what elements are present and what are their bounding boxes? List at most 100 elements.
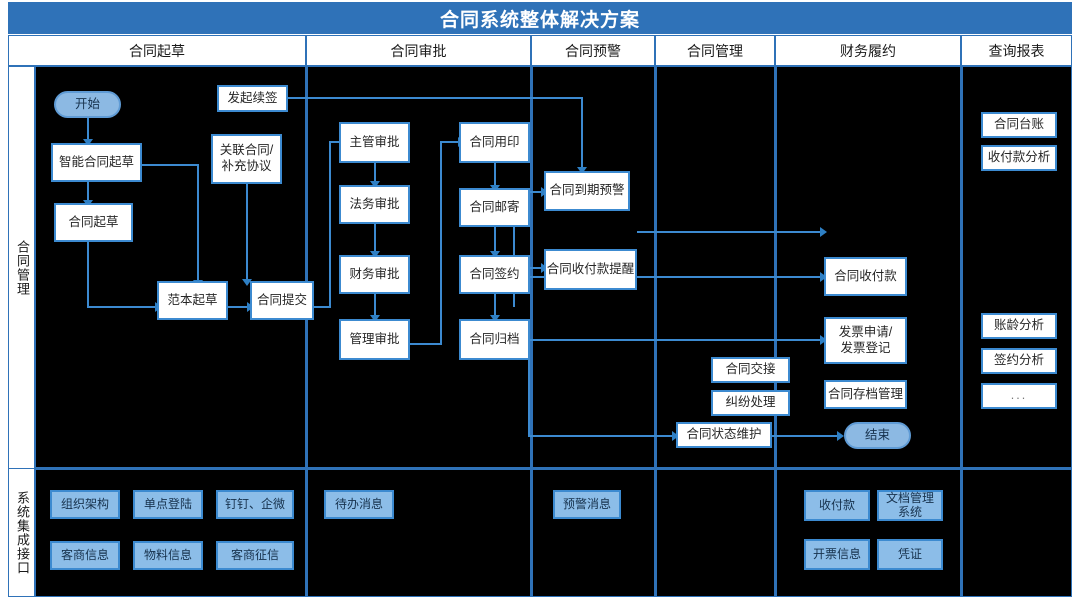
node-contract-submit[interactable]: 合同提交 (250, 281, 314, 320)
page-title: 合同系统整体解决方案 (439, 9, 640, 31)
node-contract-draft[interactable]: 合同起草 (54, 203, 133, 242)
node-approve-finance[interactable]: 财务审批 (339, 255, 410, 294)
connector-status-to-end (771, 435, 841, 437)
connector-renew-bus-up (581, 97, 583, 171)
connector-sign-right (528, 276, 824, 278)
integration-dingtalk-wecom[interactable]: 钉钉、企微 (216, 490, 294, 519)
node-smart-draft[interactable]: 智能合同起草 (51, 143, 142, 182)
node-label: 收付款分析 (987, 150, 1051, 165)
node-label: 物料信息 (143, 548, 192, 562)
node-label: 合同签约 (469, 266, 520, 281)
connector-admin-up (440, 141, 442, 345)
node-payment-reminder[interactable]: 合同收付款提醒 (544, 249, 637, 290)
node-expiry-alert[interactable]: 合同到期预警 (544, 171, 630, 211)
node-approve-legal[interactable]: 法务审批 (339, 185, 410, 224)
node-invoice[interactable]: 发票申请/ 发票登记 (824, 317, 907, 364)
column-header-report: 查询报表 (961, 35, 1072, 66)
connector-mail-to-sign (494, 227, 496, 255)
arrow-right (820, 227, 827, 237)
node-label: 收付款 (818, 498, 855, 512)
column-header-label: 合同起草 (129, 42, 185, 59)
column-header-label: 查询报表 (988, 42, 1045, 59)
node-label: 签约分析 (993, 353, 1044, 368)
integration-voucher[interactable]: 凭证 (877, 539, 943, 570)
integration-todo-message[interactable]: 待办消息 (324, 490, 394, 519)
column-divider-3 (654, 67, 657, 596)
node-contract-sign[interactable]: 合同签约 (459, 255, 530, 294)
connector-to-status-maintain (528, 435, 676, 437)
node-signing-analysis[interactable]: 签约分析 (981, 348, 1057, 374)
node-label: 待办消息 (334, 497, 383, 511)
node-label: 合同到期预警 (549, 183, 625, 198)
integration-doc-system[interactable]: 文档管理 系统 (877, 490, 943, 521)
node-template-draft[interactable]: 范本起草 (157, 281, 228, 320)
row-label-text: 合同管理 (15, 239, 30, 296)
node-label: 组织架构 (60, 497, 109, 511)
arrow-down (577, 167, 587, 174)
diagram-title-bar: 合同系统整体解决方案 (8, 2, 1072, 34)
node-label: 文档管理 系统 (885, 491, 934, 519)
node-related-contract[interactable]: 关联合同/ 补充协议 (211, 134, 282, 184)
node-renew-initiate[interactable]: 发起续签 (217, 85, 288, 112)
integration-vendor-info[interactable]: 客商信息 (50, 541, 120, 570)
node-label: 合同交接 (725, 362, 776, 377)
node-start[interactable]: 开始 (54, 91, 121, 118)
node-label: 合同归档 (469, 331, 520, 346)
node-label: 发票申请/ 发票登记 (838, 324, 893, 355)
node-label: 法务审批 (349, 196, 400, 211)
node-approve-admin[interactable]: 管理审批 (339, 319, 410, 360)
node-label: 钉钉、企微 (224, 497, 285, 511)
node-label: 合同提交 (256, 292, 307, 307)
row-label-contract-management: 合同管理 (9, 67, 36, 468)
node-label: 账龄分析 (993, 318, 1044, 333)
node-payment-analysis[interactable]: 收付款分析 (981, 145, 1057, 171)
integration-org-structure[interactable]: 组织架构 (50, 490, 120, 519)
node-status-maintain[interactable]: 合同状态维护 (676, 422, 772, 448)
connector-related-to-submit (246, 183, 248, 283)
column-header-alert: 合同预警 (531, 35, 655, 66)
node-contract-archive[interactable]: 合同归档 (459, 319, 530, 360)
node-archive-manage[interactable]: 合同存档管理 (824, 380, 907, 409)
column-header-manage: 合同管理 (655, 35, 775, 66)
connector-template-to-submit (227, 306, 251, 308)
integration-material-info[interactable]: 物料信息 (133, 541, 203, 570)
connector-smart-to-contract-draft (87, 180, 89, 204)
column-divider-2 (530, 67, 533, 596)
node-label: 关联合同/ 补充协议 (219, 143, 274, 173)
node-label: 客商征信 (230, 548, 279, 562)
column-header-finance: 财务履约 (775, 35, 961, 66)
node-dispute-handling[interactable]: 纠纷处理 (711, 390, 790, 416)
node-payment[interactable]: 合同收付款 (824, 257, 907, 296)
node-label: 财务审批 (349, 266, 400, 281)
node-label: 开票信息 (812, 547, 861, 561)
column-header-label: 合同审批 (390, 42, 447, 59)
connector-smart-draft-down (197, 164, 199, 284)
arrow-down (370, 315, 380, 322)
node-end[interactable]: 结束 (844, 422, 911, 449)
node-label: 范本起草 (167, 292, 218, 307)
integration-receipt-payment[interactable]: 收付款 (804, 490, 870, 521)
integration-sso[interactable]: 单点登陆 (133, 490, 203, 519)
node-label: 凭证 (897, 547, 922, 561)
node-label: 智能合同起草 (58, 154, 134, 169)
node-ledger[interactable]: 合同台账 (981, 112, 1057, 138)
node-label: 主管审批 (349, 134, 400, 149)
node-contract-seal[interactable]: 合同用印 (459, 122, 530, 163)
node-label: 开始 (74, 96, 100, 111)
node-contract-mail[interactable]: 合同邮寄 (459, 188, 530, 227)
arrow-down (242, 279, 252, 286)
connector-submit-bus-up (329, 141, 331, 308)
connector-contract-draft-right (87, 306, 157, 308)
node-label: 合同收付款 (834, 268, 897, 283)
node-label: 管理审批 (349, 331, 400, 346)
integration-vendor-credit[interactable]: 客商征信 (216, 541, 294, 570)
integration-alert-message[interactable]: 预警消息 (553, 490, 621, 519)
node-contract-handover[interactable]: 合同交接 (711, 357, 790, 383)
integration-invoice-info[interactable]: 开票信息 (804, 539, 870, 570)
arrow-down (490, 315, 500, 322)
node-aging-analysis[interactable]: 账龄分析 (981, 313, 1057, 339)
node-more[interactable]: ... (981, 383, 1057, 409)
node-approve-manager[interactable]: 主管审批 (339, 122, 410, 163)
node-label: 合同用印 (469, 134, 520, 149)
